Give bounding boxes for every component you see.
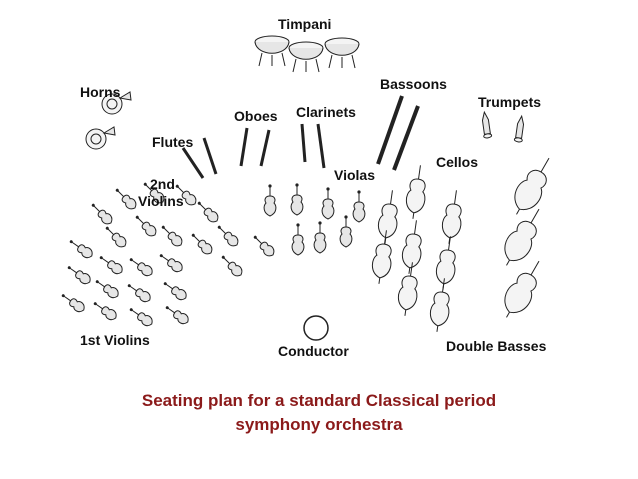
flutes-group <box>181 137 218 179</box>
label-first-violins: 1st Violins <box>80 332 150 348</box>
label-clarinets: Clarinets <box>296 104 356 120</box>
label-conductor: Conductor <box>278 343 349 359</box>
first-violins-group <box>58 236 192 329</box>
caption-line-1: Seating plan for a standard Classical pe… <box>141 391 497 410</box>
label-horns: Horns <box>80 84 121 100</box>
label-violas: Violas <box>334 167 375 183</box>
conductor-podium <box>303 315 329 341</box>
label-timpani: Timpani <box>278 16 332 32</box>
label-flutes: Flutes <box>152 134 194 150</box>
label-bassoons: Bassoons <box>380 76 447 92</box>
oboes-group <box>239 127 271 167</box>
label-second-violins-line2: Violins <box>138 193 184 209</box>
cellos-group <box>369 163 467 334</box>
violas-group <box>263 182 366 256</box>
label-second-violins-line1: 2nd <box>150 176 175 192</box>
trumpets-group <box>479 111 527 143</box>
caption-line-2: symphony orchestra <box>235 415 403 434</box>
label-trumpets: Trumpets <box>478 94 542 110</box>
timpani-group <box>254 35 360 73</box>
double-basses-group <box>495 151 561 325</box>
label-cellos: Cellos <box>436 154 479 170</box>
bassoons-group <box>376 95 420 171</box>
clarinets-group <box>300 123 326 169</box>
horns-group <box>85 91 132 150</box>
label-oboes: Oboes <box>234 108 278 124</box>
label-double-basses: Double Basses <box>446 338 547 354</box>
